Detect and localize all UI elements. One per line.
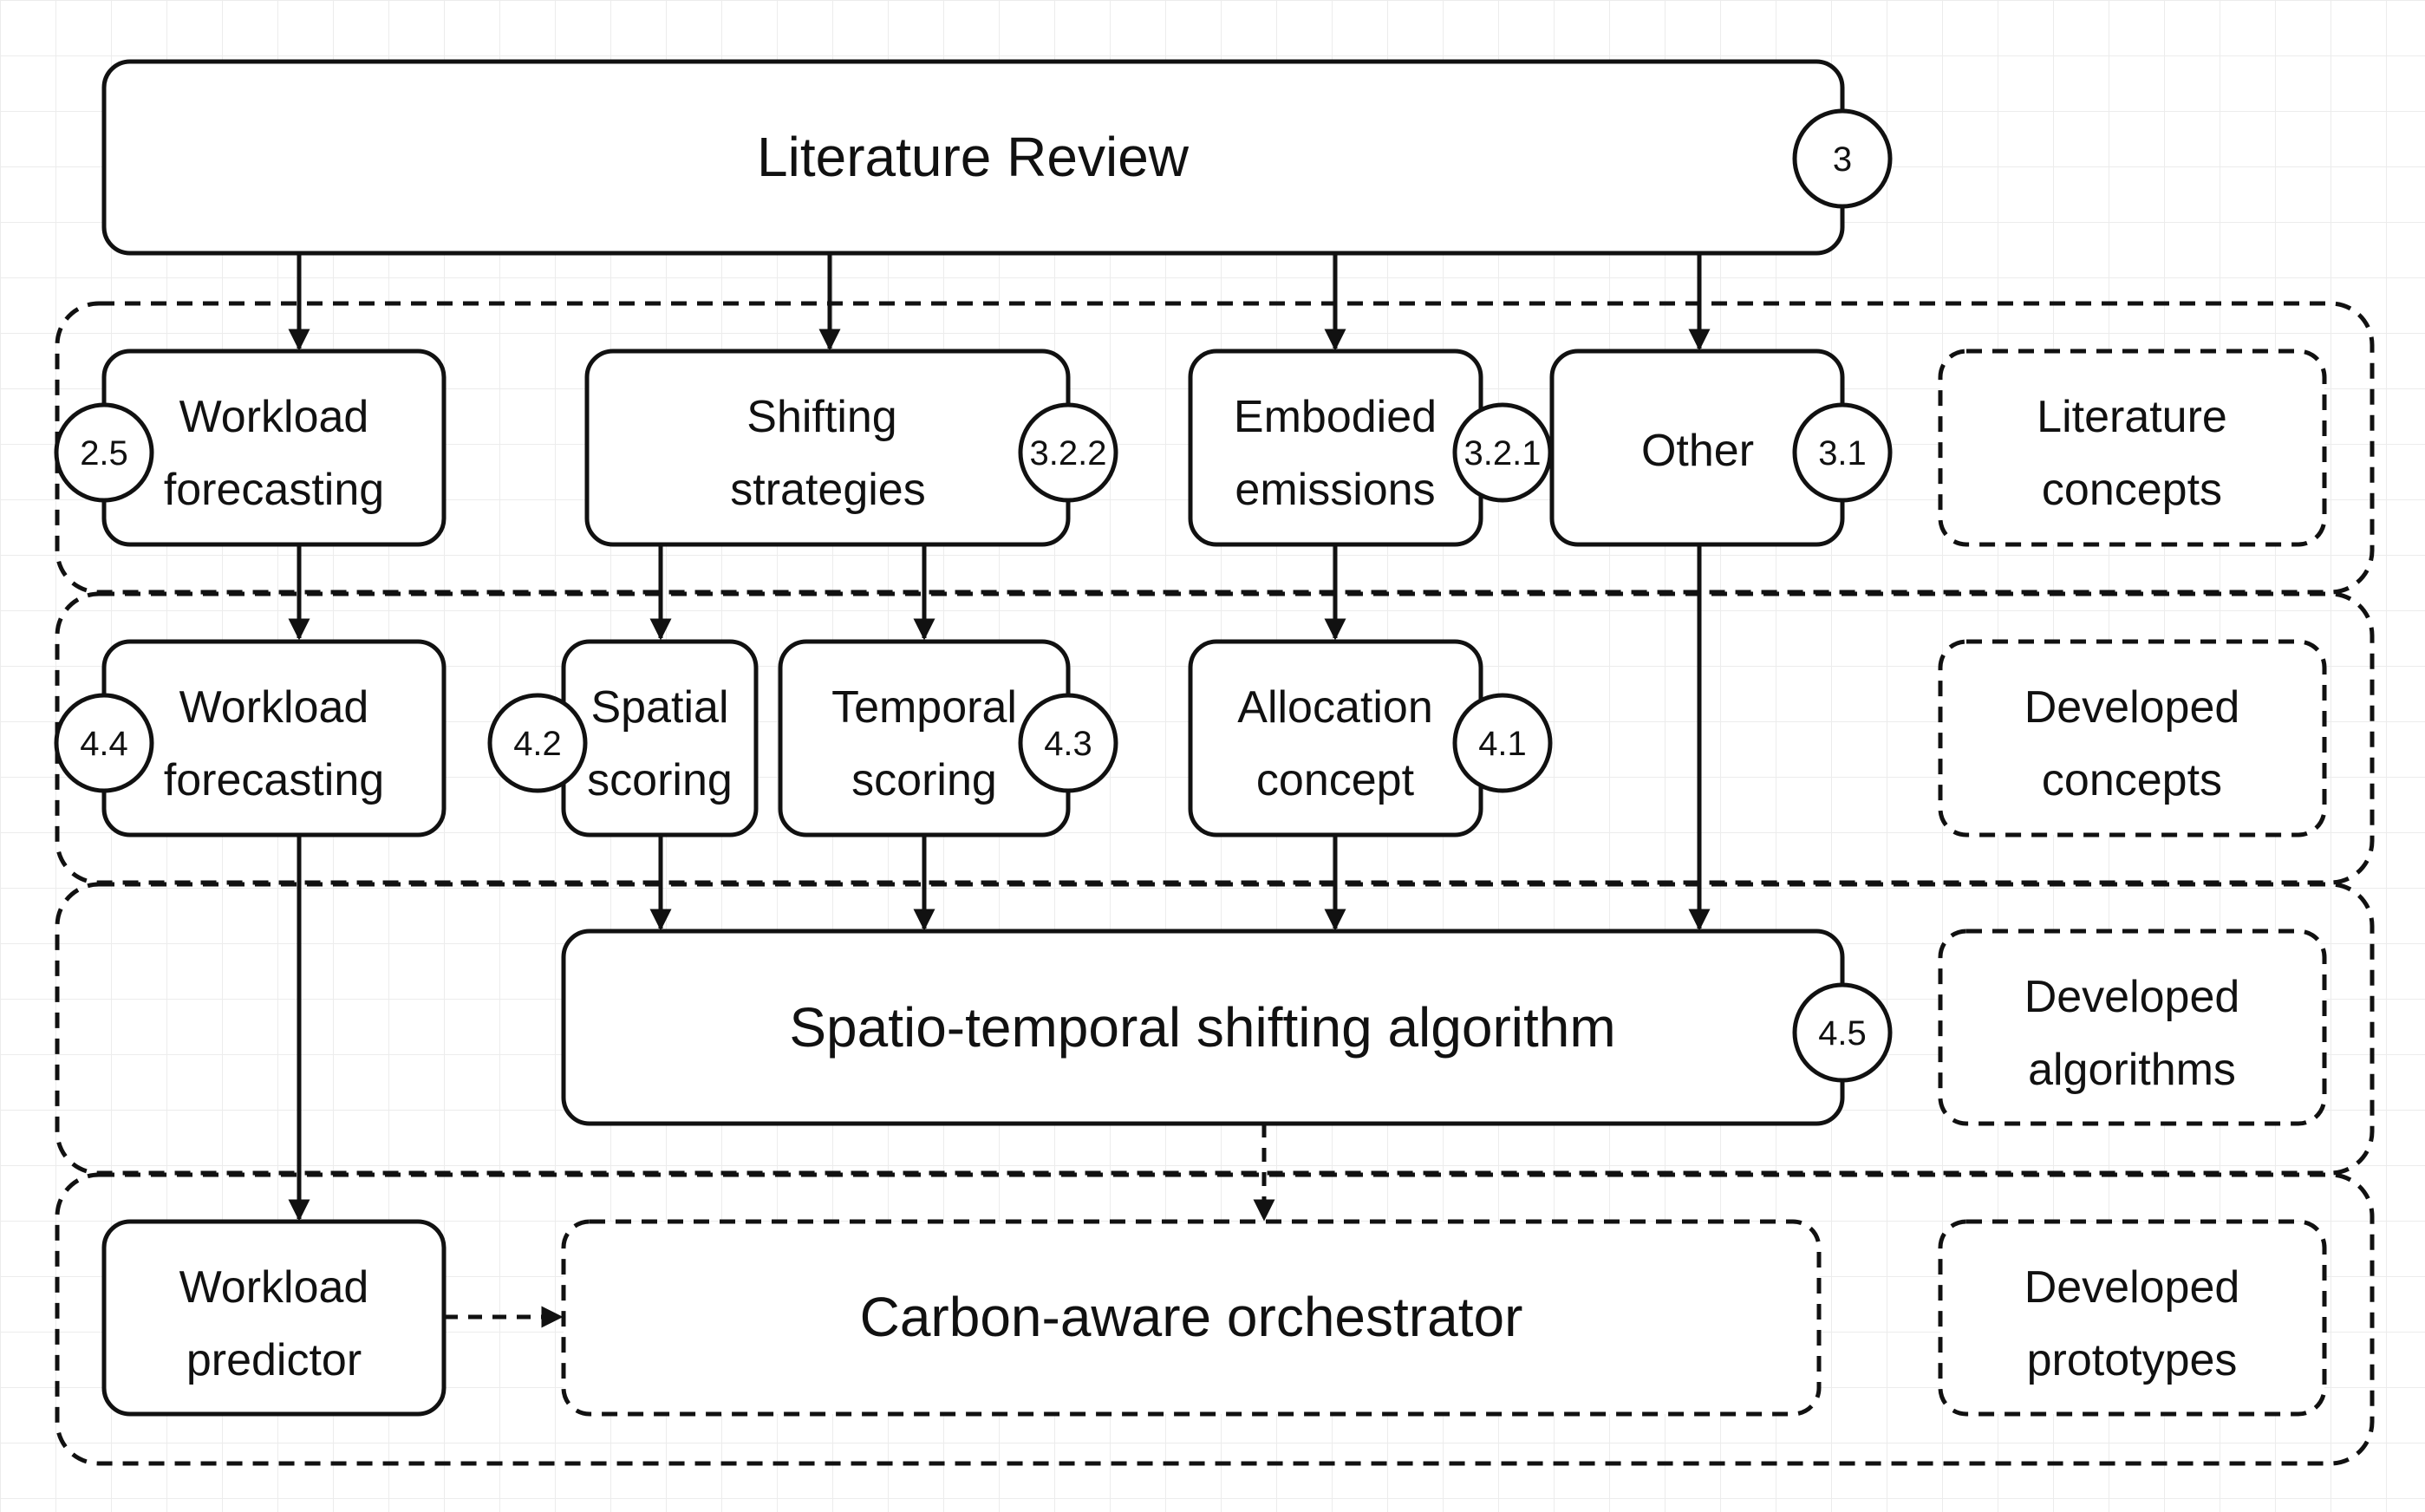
algorithm-label: Spatio-temporal shifting algorithm: [789, 996, 1615, 1059]
predictor-line1: Workload: [179, 1262, 369, 1313]
other-label: Other: [1641, 426, 1754, 476]
shifting-line1: Shifting: [746, 392, 896, 442]
node-dev-workload-forecasting: Workload forecasting 4.4: [54, 639, 447, 837]
node-spatial-scoring: Spatial scoring 4.2: [487, 639, 759, 837]
dev-workload-badge: 4.4: [80, 725, 128, 763]
allocation-badge: 4.1: [1478, 725, 1527, 763]
legend-dev-prototypes-line2: prototypes: [2027, 1335, 2238, 1385]
spatial-badge: 4.2: [513, 725, 562, 763]
node-workload-predictor: Workload predictor: [101, 1219, 447, 1417]
node-shifting-strategies: Shifting strategies 3.2.2: [584, 349, 1118, 547]
band-developed-prototypes: [55, 1172, 2375, 1466]
embodied-line1: Embodied: [1234, 392, 1437, 442]
node-embodied-emissions: Embodied emissions 3.2.1: [1188, 349, 1553, 547]
legend-dev-algorithms-line1: Developed: [2024, 972, 2240, 1022]
spatial-line2: scoring: [587, 755, 733, 805]
node-lit-workload-forecasting: Workload forecasting 2.5: [54, 349, 447, 547]
predictor-line2: predictor: [186, 1335, 362, 1385]
legend-dev-concepts-line1: Developed: [2024, 682, 2240, 733]
spatial-line1: Spatial: [591, 682, 729, 733]
dev-workload-line1: Workload: [179, 682, 369, 733]
temporal-line1: Temporal: [831, 682, 1017, 733]
legend-dev-prototypes-line1: Developed: [2024, 1262, 2240, 1313]
node-allocation-concept: Allocation concept 4.1: [1188, 639, 1553, 837]
legend-dev-algorithms-line2: algorithms: [2028, 1045, 2236, 1095]
allocation-line1: Allocation: [1237, 682, 1432, 733]
embodied-badge: 3.2.1: [1464, 434, 1542, 472]
legend-dev-concepts-line2: concepts: [2042, 755, 2222, 805]
lit-workload-line2: forecasting: [164, 465, 384, 515]
allocation-line2: concept: [1256, 755, 1415, 805]
dev-workload-line2: forecasting: [164, 755, 384, 805]
embodied-line2: emissions: [1235, 465, 1435, 515]
legend-literature-concepts: Literature concepts: [1938, 349, 2327, 547]
literature-review-badge: 3: [1833, 140, 1852, 179]
temporal-line2: scoring: [851, 755, 997, 805]
node-carbon-aware-orchestrator: Carbon-aware orchestrator: [561, 1219, 1822, 1417]
literature-review-label: Literature Review: [757, 126, 1190, 188]
node-literature-review: Literature Review 3: [101, 59, 1893, 256]
other-badge: 3.1: [1818, 434, 1867, 472]
legend-lit-line1: Literature: [2037, 392, 2227, 442]
lit-workload-badge: 2.5: [80, 434, 128, 472]
legend-developed-concepts: Developed concepts: [1938, 639, 2327, 837]
orchestrator-label: Carbon-aware orchestrator: [860, 1286, 1523, 1348]
algorithm-badge: 4.5: [1818, 1014, 1867, 1053]
shifting-badge: 3.2.2: [1030, 434, 1107, 472]
band-literature-concepts: [55, 301, 2375, 595]
node-other: Other 3.1: [1549, 349, 1893, 547]
node-temporal-scoring: Temporal scoring 4.3: [778, 639, 1118, 837]
temporal-badge: 4.3: [1044, 725, 1092, 763]
legend-developed-algorithms: Developed algorithms: [1938, 929, 2327, 1126]
band-developed-algorithms: [55, 882, 2375, 1176]
legend-developed-prototypes: Developed prototypes: [1938, 1219, 2327, 1417]
lit-workload-line1: Workload: [179, 392, 369, 442]
band-developed-concepts: [55, 591, 2375, 885]
node-spatio-temporal-algorithm: Spatio-temporal shifting algorithm 4.5: [561, 929, 1893, 1126]
legend-lit-line2: concepts: [2042, 465, 2222, 515]
shifting-line2: strategies: [730, 465, 925, 515]
